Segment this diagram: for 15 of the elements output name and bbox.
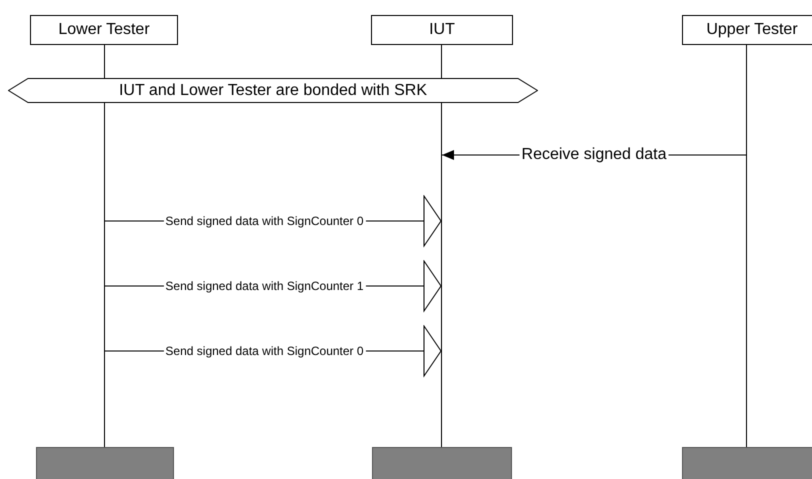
- message-label: Send signed data with SignCounter 1: [163, 279, 366, 293]
- lifeline-header: Upper Tester: [682, 15, 812, 45]
- lifeline-end-bar: [36, 447, 174, 479]
- message-label: Send signed data with SignCounter 0: [163, 214, 366, 228]
- condition-hexagon: [8, 78, 538, 103]
- lifeline: [441, 45, 442, 447]
- lifeline-end-bar: [372, 447, 512, 479]
- condition-text: IUT and Lower Tester are bonded with SRK: [118, 82, 428, 100]
- message-label: Send signed data with SignCounter 0: [163, 344, 366, 358]
- lifeline-header: IUT: [371, 15, 513, 45]
- lifeline-end-bar: [682, 447, 812, 479]
- lifeline-header: Lower Tester: [30, 15, 178, 45]
- lifeline: [104, 45, 105, 447]
- lifeline: [746, 45, 747, 447]
- message-label: Receive signed data: [520, 146, 668, 164]
